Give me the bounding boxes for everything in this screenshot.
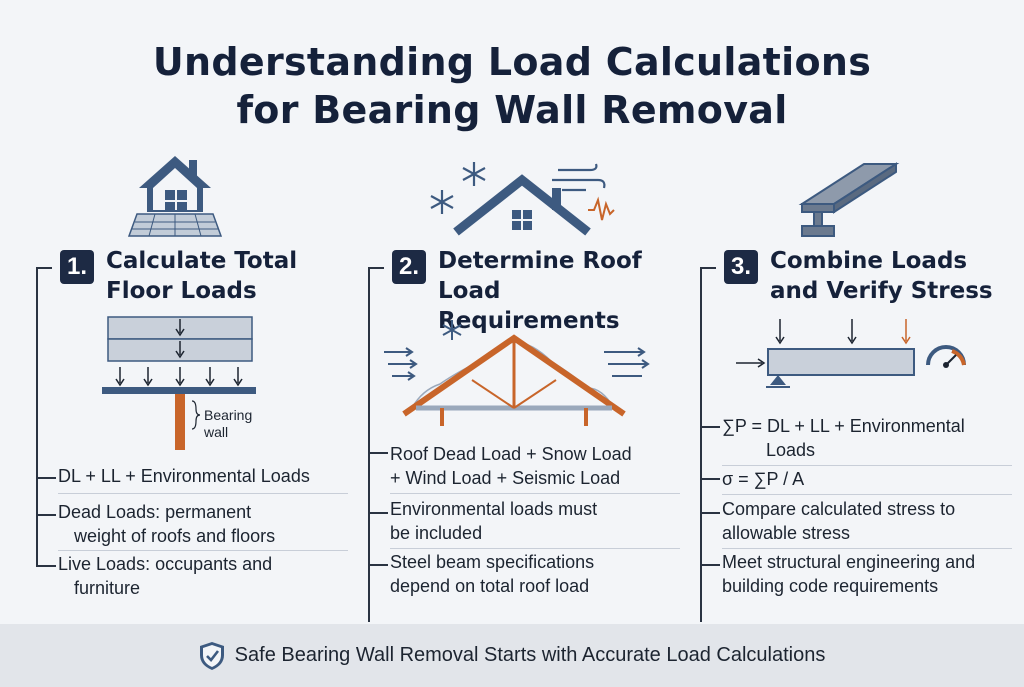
seismic-icon [588, 196, 615, 221]
bearing-wall-label: Bearing wall [204, 407, 252, 441]
bearing-wall-label-line-2: wall [204, 424, 229, 440]
bullet-connector [368, 512, 388, 514]
bullet-connector [36, 514, 56, 516]
divider [390, 493, 680, 494]
section-2-heading: 2. Determine Roof Load Requirements [392, 246, 682, 336]
divider [58, 493, 348, 494]
section-roof-loads: 2. Determine Roof Load Requirements [362, 150, 682, 622]
heading-line-1: Calculate Total [106, 248, 298, 274]
heading-line-2: Floor Loads [106, 278, 257, 304]
bullet-connector [700, 564, 720, 566]
heading-line-1: Determine Roof [438, 248, 642, 274]
list-item: Live Loads: occupants and furniture [58, 554, 273, 598]
step-number: 3. [724, 250, 758, 284]
section-1-heading: 1. Calculate Total Floor Loads [60, 246, 297, 306]
bearing-wall-label-line-1: Bearing [204, 407, 253, 423]
bullet-connector [368, 564, 388, 566]
footer-banner: Safe Bearing Wall Removal Starts with Ac… [0, 624, 1024, 687]
list-item: σ = ∑P / A [722, 469, 805, 489]
bullet-rail [700, 267, 702, 622]
list-item: ∑P = DL + LL + Environmental Loads [722, 416, 965, 460]
bullet-connector [700, 512, 720, 514]
bullet-connector [36, 565, 56, 567]
bullet-connector [36, 267, 52, 269]
bullet-rail [36, 267, 38, 566]
list-item: Steel beam specifications depend on tota… [390, 552, 595, 596]
snowflake-icon [442, 320, 462, 340]
step-number: 2. [392, 250, 426, 284]
bullet-connector [700, 478, 720, 480]
bullet-rail [368, 267, 370, 622]
divider [722, 465, 1012, 466]
divider [58, 550, 348, 551]
gauge-icon [926, 345, 966, 368]
snowflake-icon [430, 190, 454, 214]
bullet-connector [700, 426, 720, 428]
floor-load-diagram [102, 316, 256, 450]
bullet-connector [36, 477, 56, 479]
bullet-connector [700, 267, 716, 269]
wind-icon [384, 347, 650, 381]
list-item: Meet structural engineering and building… [722, 552, 976, 596]
title-line-2: for Bearing Wall Removal [236, 88, 788, 132]
list-item: Compare calculated stress to allowable s… [722, 499, 956, 543]
roof-weather-icon [430, 162, 615, 236]
step-number: 1. [60, 250, 94, 284]
list-item: Roof Dead Load + Snow Load + Wind Load +… [390, 444, 632, 488]
divider [390, 548, 680, 549]
section-combine-loads: 3. Combine Loads and Verify Stress ∑P [694, 150, 1014, 622]
divider [722, 548, 1012, 549]
list-item: Environmental loads must be included [390, 499, 598, 543]
bullet-connector [368, 452, 388, 454]
section-3-heading: 3. Combine Loads and Verify Stress [724, 246, 993, 306]
section-floor-loads: 1. Calculate Total Floor Loads Bearing w… [30, 150, 350, 620]
snowflake-icon [462, 162, 486, 186]
list-item: DL + LL + Environmental Loads [58, 466, 310, 486]
title-line-1: Understanding Load Calculations [152, 40, 872, 84]
footer-text: Safe Bearing Wall Removal Starts with Ac… [234, 644, 826, 666]
beam-stress-diagram [736, 319, 966, 388]
page-title: Understanding Load Calculations for Bear… [0, 38, 1024, 134]
heading-line-2: Load Requirements [438, 278, 620, 334]
bullet-connector [368, 267, 384, 269]
house-floor-icon [127, 156, 223, 237]
divider [722, 494, 1012, 495]
heading-line-1: Combine Loads [770, 248, 968, 274]
snow-roof-diagram [384, 320, 650, 426]
list-item: Dead Loads: permanent weight of roofs an… [58, 502, 276, 546]
wind-icon [552, 163, 606, 192]
heading-line-2: and Verify Stress [770, 278, 993, 304]
steel-beam-icon [798, 162, 900, 237]
shield-check-icon [199, 641, 224, 670]
